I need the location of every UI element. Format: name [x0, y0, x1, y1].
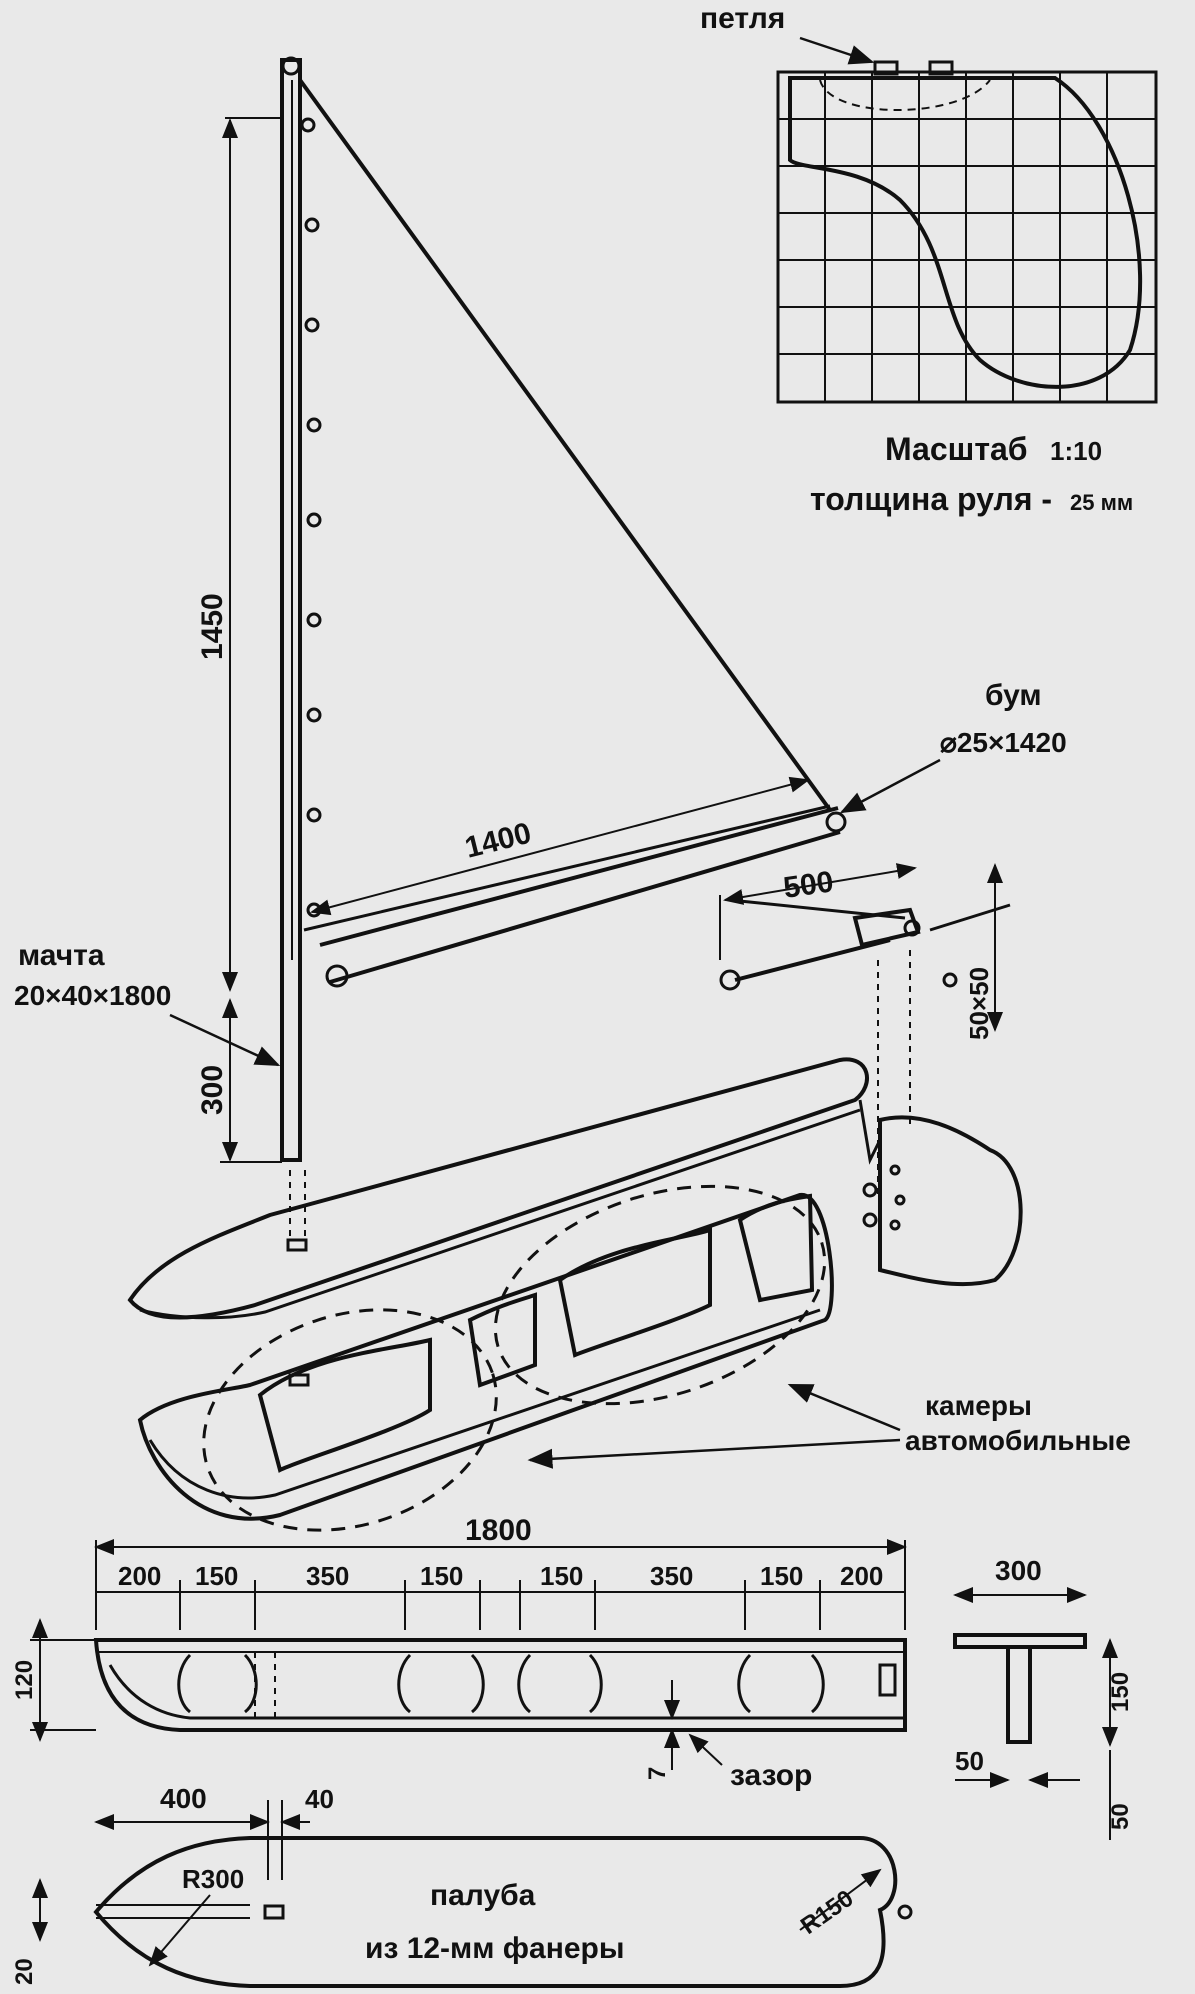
side-height: 120: [11, 1660, 38, 1700]
deck-label-line1: палуба: [430, 1879, 536, 1912]
mast-height-below: 300: [196, 1065, 229, 1115]
section-height: 150: [1107, 1672, 1134, 1712]
mast: [280, 58, 302, 1162]
boom-label: бум: [985, 679, 1042, 712]
chambers-label-line2: автомобильные: [905, 1425, 1131, 1456]
seg-6: 350: [650, 1561, 693, 1591]
deck-edge: 20: [11, 1958, 38, 1985]
loop-hinge-1: [873, 60, 899, 76]
section-width: 300: [995, 1555, 1042, 1586]
mast-height-above: 1450: [196, 593, 229, 660]
gap-label: зазор: [730, 1759, 812, 1792]
scale-label: Масштаб: [885, 431, 1028, 467]
thickness-value: 25 мм: [1070, 490, 1133, 515]
chamber-outline-2: [493, 1184, 827, 1406]
loop-hinge-2: [928, 60, 954, 76]
seg-3: 350: [306, 1561, 349, 1591]
gap-value: 7: [644, 1767, 671, 1780]
section-bottom: 50: [955, 1746, 984, 1776]
cross-section: 300 150 50 50: [953, 1555, 1134, 1840]
deck-plan: 400 40 R300 R150 палуба из 12-мм фанеры …: [11, 1783, 913, 1988]
chamber-outline-1: [202, 1308, 498, 1532]
rudder-outline: [788, 76, 1143, 389]
seg-2: 150: [195, 1561, 238, 1591]
fitting-size: 50×50: [964, 967, 994, 1040]
rudder-grid: [778, 72, 1156, 402]
section-bottom-right: 50: [1107, 1803, 1134, 1830]
mast-label: мачта: [18, 939, 105, 972]
boom-length: 1400: [462, 817, 535, 865]
deck-slot: 40: [305, 1784, 334, 1814]
deck-offset: 400: [160, 1783, 207, 1814]
seg-7: 150: [760, 1561, 803, 1591]
mast-and-sail: 1450 300 1400 мачта 20×40×1800 бум ⌀25×1…: [14, 56, 1067, 1163]
deck-perspective: [127, 1057, 869, 1320]
seg-4: 150: [420, 1561, 463, 1591]
hull-side-view: 1800 200 150 350 150 150 350 150 200: [11, 1514, 907, 1792]
side-chambers: [177, 1653, 825, 1714]
sail-leech: [298, 78, 832, 812]
deck-outline: [93, 1836, 898, 1988]
rudder-scale-drawing: петля Масштаб 1:10 толщина руля - 25 мм: [700, 2, 1158, 517]
thickness-label: толщина руля -: [810, 481, 1052, 517]
sail-rings: [300, 117, 322, 918]
side-total-length: 1800: [465, 1514, 532, 1547]
tiller-length: 500: [781, 865, 835, 905]
mast-size: 20×40×1800: [14, 980, 171, 1011]
chambers-label-line1: камеры: [925, 1390, 1032, 1421]
boom: [303, 804, 847, 988]
seg-8: 200: [840, 1561, 883, 1591]
deck-nose-radius: R300: [182, 1864, 244, 1894]
deck-label-line2: из 12-мм фанеры: [365, 1932, 624, 1965]
seg-5: 150: [540, 1561, 583, 1591]
loop-label: петля: [700, 2, 785, 35]
seg-1: 200: [118, 1561, 161, 1591]
scale-value: 1:10: [1050, 436, 1102, 466]
tiller-assembly: 500 50×50: [719, 863, 1011, 1200]
hull-perspective: камеры автомобильные: [137, 1099, 1131, 1532]
boom-size: ⌀25×1420: [940, 727, 1067, 758]
